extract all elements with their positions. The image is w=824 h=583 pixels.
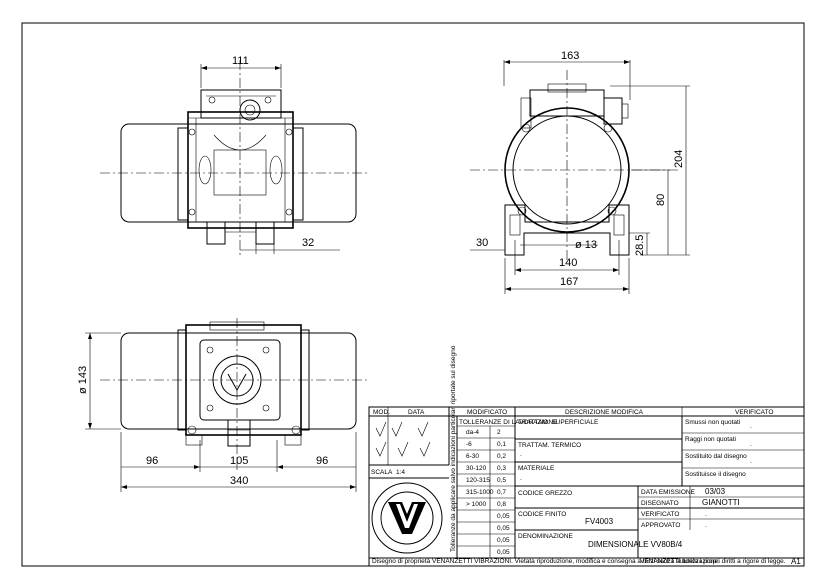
sheet-size-label: A1 <box>791 557 801 566</box>
tolerance-value: 0,05 <box>497 525 510 532</box>
rev-header-description: DESCRIZIONE MODIFICA <box>565 409 644 416</box>
dim-side-base-width: 167 <box>560 276 578 288</box>
tolerance-value: 0,05 <box>497 537 510 544</box>
tolerance-range: 30-120 <box>466 465 487 472</box>
label-radii: Raggi non quotati <box>685 436 736 443</box>
label-thermal-treatment: TRATTAM. TERMICO <box>518 442 581 449</box>
dim-front-diameter: ø 143 <box>77 366 89 394</box>
label-finished-code: CODICE FINITO <box>518 511 566 518</box>
rev-header-mod: MOD. <box>373 409 390 416</box>
tolerance-value: 0,05 <box>497 513 510 520</box>
tolerance-value: 0,7 <box>497 489 506 496</box>
rev-header-modified: MODIFICATO <box>467 409 507 416</box>
tolerance-value: 2 <box>497 429 501 436</box>
tolerance-value: 0,3 <box>497 465 506 472</box>
front-view <box>100 318 370 470</box>
side-view <box>470 70 680 260</box>
tolerance-range: > 1000 <box>466 501 486 508</box>
dim-front-right: 96 <box>316 455 328 467</box>
value-drawn-by: GIANOTTI <box>702 498 740 507</box>
title-block: MOD. DATA MODIFICATO DESCRIZIONE MODIFIC… <box>368 345 805 567</box>
tolerance-note: Tolleranze da applicare salvo indicazion… <box>450 345 457 552</box>
value-thermal-treatment: . <box>520 451 522 458</box>
dim-side-hole-spacing: 140 <box>559 257 577 269</box>
tolerance-table: da-4 2 -6 0,1 6-30 0,2 30-120 0,3 120-315 0,5315-… <box>457 425 515 556</box>
front-view-dimensions: ø 143 96 105 96 340 <box>77 332 357 492</box>
value-issue-date: 03/03 <box>705 487 726 496</box>
label-denomination: DENOMINAZIONE <box>518 533 574 540</box>
value-replaced-by: . <box>750 458 752 465</box>
dim-side-height: 204 <box>673 150 685 168</box>
label-issue-date: DATA EMISSIONE <box>641 489 696 496</box>
label-surface-treatment: TRATTAM. SUPERFICIALE <box>518 419 599 426</box>
side-view-dimensions: 163 204 80 28.5 30 ø 13 140 167 <box>470 50 690 294</box>
dim-side-hole: ø 13 <box>575 239 597 251</box>
value-sharp-edges: . <box>750 423 752 430</box>
tolerance-value: 0,2 <box>497 453 506 460</box>
roughness-symbols <box>375 421 431 457</box>
dim-side-foot: 30 <box>476 237 488 249</box>
top-view-dimensions: 111 32 <box>200 55 340 254</box>
tolerance-value: 0,5 <box>497 477 506 484</box>
rev-header-checked: VERIFICATO <box>735 409 773 416</box>
tolerance-value: 0,05 <box>497 549 510 556</box>
tolerance-value: 0,1 <box>497 441 506 448</box>
dim-front-total: 340 <box>230 475 248 487</box>
label-replaces: Sostituisce il disegno <box>685 471 746 478</box>
value-approved: . <box>705 522 707 529</box>
scale-label: SCALA <box>371 469 393 476</box>
top-view <box>100 60 370 255</box>
tolerance-value: 0,8 <box>497 501 506 508</box>
company-logo <box>371 482 443 554</box>
tolerance-range: 315-1000 <box>466 489 494 496</box>
value-denomination: DIMENSIONALE VV80B/4 <box>588 540 683 549</box>
footer-rights-note: VENANZETTI tutela i propri diritti a rig… <box>640 558 786 565</box>
dim-side-width: 163 <box>561 50 579 62</box>
dim-front-mid: 105 <box>230 455 248 467</box>
tolerance-header: TOLLERANZE DI LAVORAZIONE <box>459 419 558 426</box>
value-checked: . <box>705 511 707 518</box>
tolerance-range: 120-315 <box>466 477 490 484</box>
value-radii: . <box>750 441 752 448</box>
value-material: . <box>520 475 522 482</box>
tolerance-range: da-4 <box>466 429 479 436</box>
label-replaced-by: Sostituito dal disegno <box>685 453 747 460</box>
sheet-border <box>21 22 805 567</box>
tolerance-range: -6 <box>466 441 472 448</box>
rev-header-date: DATA <box>408 409 425 416</box>
label-checked: VERIFICATO <box>641 511 679 518</box>
dim-side-center-height: 80 <box>655 194 667 206</box>
label-approved: APPROVATO <box>641 522 680 529</box>
label-drawn-by: DISEGNATO <box>641 500 679 507</box>
label-sharp-edges: Smussi non quotati <box>685 419 740 426</box>
tolerance-range: 6-30 <box>466 453 479 460</box>
dim-front-left: 96 <box>146 455 158 467</box>
value-finished-code: FV4003 <box>585 517 614 526</box>
dim-top-width: 111 <box>232 55 249 67</box>
footer-ownership-note: Disegno di proprietà VENANZETTI VIBRAZIO… <box>372 558 720 565</box>
dim-top-offset: 32 <box>302 237 314 249</box>
label-material: MATERIALE <box>518 465 555 472</box>
scale-value: 1:4 <box>396 469 405 476</box>
dim-side-base-height: 28.5 <box>634 235 646 256</box>
label-raw-code: CODICE GREZZO <box>518 490 572 497</box>
